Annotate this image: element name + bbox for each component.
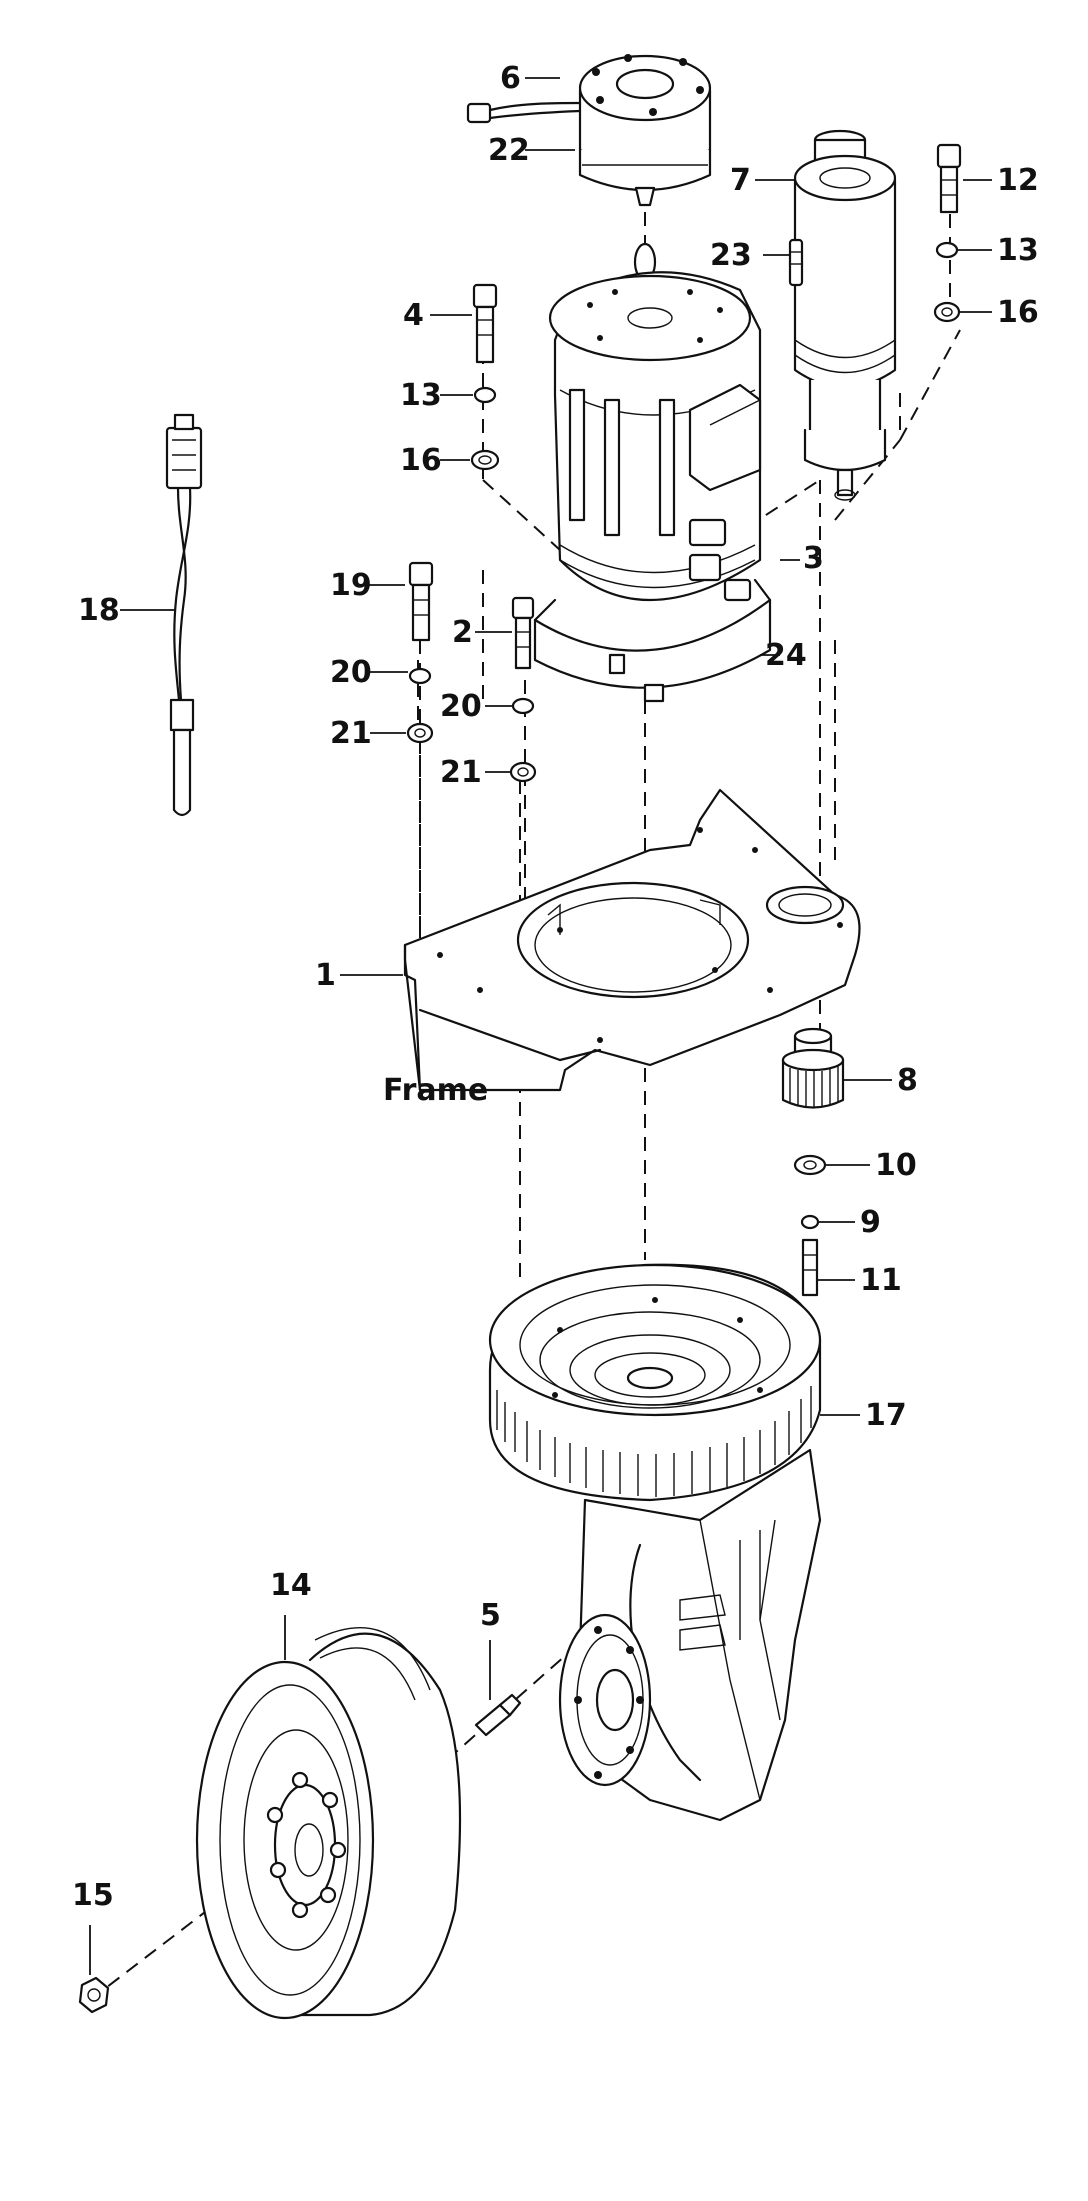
label-21-left: 21 [330, 716, 372, 751]
label-20-left: 20 [330, 655, 372, 690]
washer-16-left [470, 449, 500, 471]
bolt-12 [936, 143, 962, 214]
part-17-slewing-gearbox [488, 1263, 822, 1822]
label-8: 8 [897, 1063, 918, 1098]
washer-13-right [935, 241, 959, 259]
frame-label: Frame [383, 1073, 488, 1108]
washer-20-left [408, 667, 432, 685]
label-23: 23 [710, 238, 752, 273]
label-10: 10 [875, 1148, 917, 1183]
part-18-sensor-harness [165, 413, 203, 817]
label-2: 2 [452, 615, 473, 650]
washer-21-right [509, 761, 537, 783]
part-6-brake [466, 54, 712, 169]
part-1-mounting-plate [403, 788, 861, 1092]
part-7-steer-motor [788, 129, 897, 501]
label-15: 15 [72, 1878, 114, 1913]
label-7: 7 [730, 163, 751, 198]
label-14: 14 [270, 1568, 312, 1603]
ring-gear-teeth [496, 1386, 812, 1497]
part-8-pinion-gear [781, 1027, 845, 1109]
callout-labels: 1 2 3 4 5 6 7 8 9 10 11 12 13 13 14 15 1… [72, 61, 1039, 1913]
washer-13-left [473, 386, 497, 404]
label-13-right: 13 [997, 233, 1039, 268]
bolt-2 [511, 596, 535, 670]
washer-10 [793, 1154, 827, 1176]
label-12: 12 [997, 163, 1039, 198]
washer-21-left [406, 722, 434, 744]
label-16-right: 16 [997, 295, 1039, 330]
label-18: 18 [78, 593, 120, 628]
label-19: 19 [330, 568, 372, 603]
label-16-left: 16 [400, 443, 442, 478]
bolt-19 [408, 561, 434, 642]
label-6: 6 [500, 61, 521, 96]
part-22-brake-disc [578, 148, 712, 207]
label-20-right: 20 [440, 689, 482, 724]
label-17: 17 [865, 1398, 907, 1433]
label-22: 22 [488, 133, 530, 168]
leader-lines [89, 77, 992, 1975]
part-5-pin [474, 1693, 522, 1737]
bolt-4 [472, 283, 498, 364]
label-11: 11 [860, 1263, 902, 1298]
label-24: 24 [765, 638, 807, 673]
label-13-left: 13 [400, 378, 442, 413]
label-21-right: 21 [440, 755, 482, 790]
washer-16-right [933, 301, 961, 323]
bolt-11 [801, 1238, 819, 1297]
washer-20-right [511, 697, 535, 715]
label-4: 4 [403, 298, 424, 333]
part-14-wheel [195, 1626, 462, 2020]
label-1: 1 [315, 958, 336, 993]
label-5: 5 [480, 1598, 501, 1633]
label-9: 9 [860, 1205, 881, 1240]
label-3: 3 [803, 541, 824, 576]
washer-9 [800, 1214, 820, 1230]
part-15-nut [78, 1976, 110, 2014]
part-3-motor [533, 242, 772, 703]
